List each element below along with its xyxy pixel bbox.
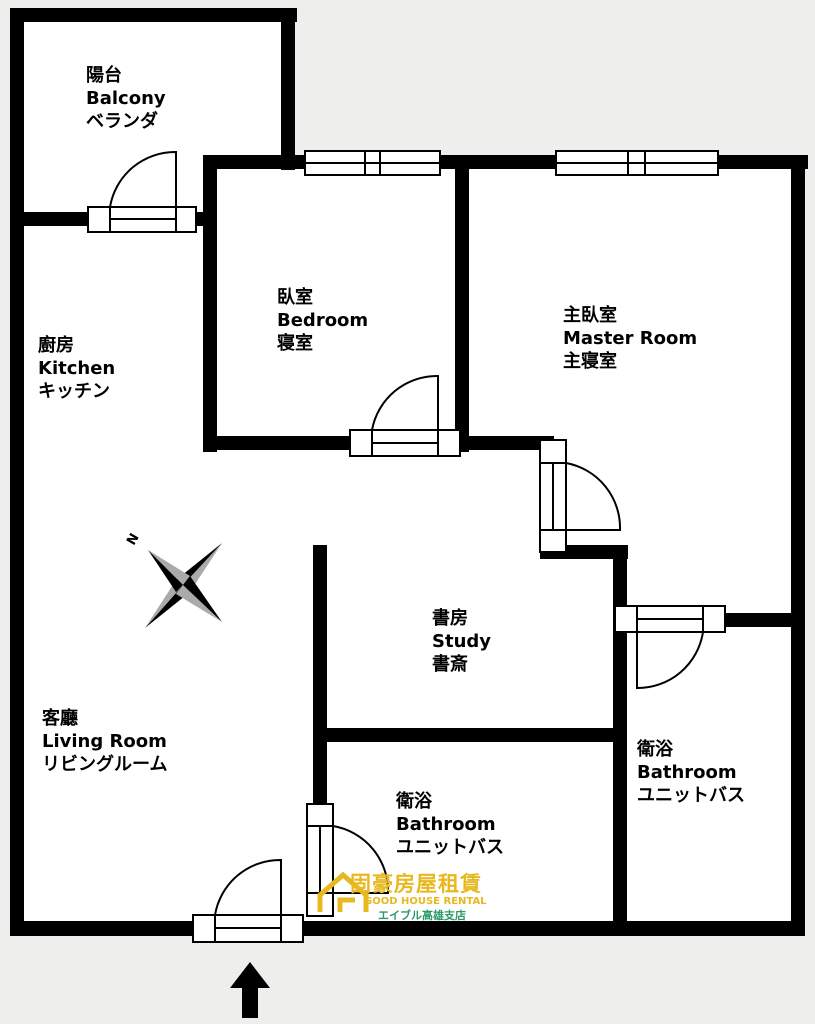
logo-house-icon: [317, 871, 369, 912]
logo-zh: 固豪房屋租賃: [350, 872, 482, 896]
logo-en: GOOD HOUSE RENTAL: [364, 896, 487, 907]
doors: [87, 150, 726, 943]
logo-jp: エイブル高雄支店: [378, 909, 466, 922]
windows: [304, 150, 719, 176]
compass-icon: [145, 543, 222, 628]
watermark-logo: 固豪房屋租賃 GOOD HOUSE RENTAL エイブル高雄支店: [318, 868, 487, 923]
entrance-arrow-icon: [230, 962, 270, 1018]
